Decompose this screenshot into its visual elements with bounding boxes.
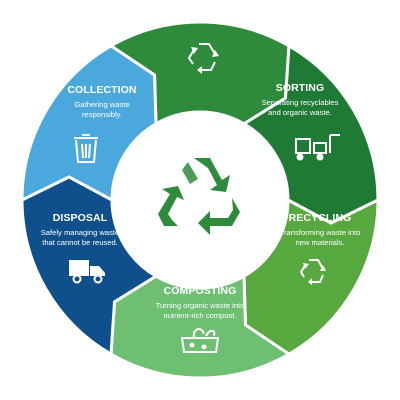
recycling-description: Transforming waste into new materials.	[262, 228, 378, 248]
truck-icon	[69, 260, 105, 284]
sorting-line-1: Separating recyclables	[261, 98, 339, 107]
recycling-line-1: Transforming waste into	[279, 228, 361, 237]
composting-line-1: Turning organic waste into	[155, 301, 245, 310]
collection-title: COLLECTION	[67, 84, 137, 96]
disposal-description: Safely managing waste that cannot be reu…	[24, 228, 136, 248]
disposal-line-2: that cannot be reused.	[42, 238, 118, 247]
sorting-title: SORTING	[275, 82, 325, 94]
composting-description: Turning organic waste into nutrient-rich…	[135, 301, 265, 321]
collection-description: Gathering waste responsibly.	[46, 100, 158, 120]
recycle-icon	[299, 259, 326, 285]
recycle-icon	[158, 158, 240, 235]
compost-icon	[180, 328, 220, 353]
center-circle	[112, 112, 288, 288]
trash-bin-icon	[74, 134, 98, 163]
disposal-title: DISPOSAL	[52, 212, 108, 224]
recycling-line-2: new materials.	[295, 238, 345, 247]
recycle-icon	[187, 43, 219, 74]
sorting-line-2: and organic waste.	[268, 108, 332, 117]
sorting-description: Separating recyclables and organic waste…	[240, 98, 360, 118]
disposal-line-1: Safely managing waste	[40, 228, 120, 237]
recycling-title: RECYCLING	[288, 212, 352, 224]
composting-line-2: nutrient-rich compost.	[163, 311, 237, 320]
sorting-machine-icon	[295, 134, 340, 161]
collection-line-2: responsibly.	[82, 110, 122, 119]
collection-line-1: Gathering waste	[74, 100, 130, 109]
composting-title: COMPOSTING	[163, 285, 237, 297]
